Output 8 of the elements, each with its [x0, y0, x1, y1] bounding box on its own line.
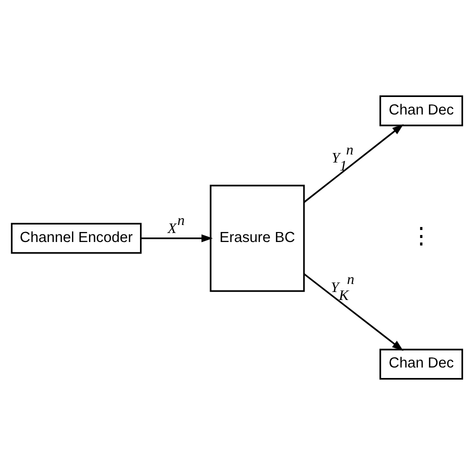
node-box: Channel Encoder [10, 222, 142, 254]
node-box: Erasure BC [210, 184, 305, 292]
node-box: Chan Dec [379, 348, 464, 380]
node-box: Chan Dec [379, 94, 464, 126]
label: ⋮ [410, 222, 433, 248]
arrow [303, 272, 404, 350]
arrow [303, 124, 404, 202]
arrow [140, 234, 213, 242]
